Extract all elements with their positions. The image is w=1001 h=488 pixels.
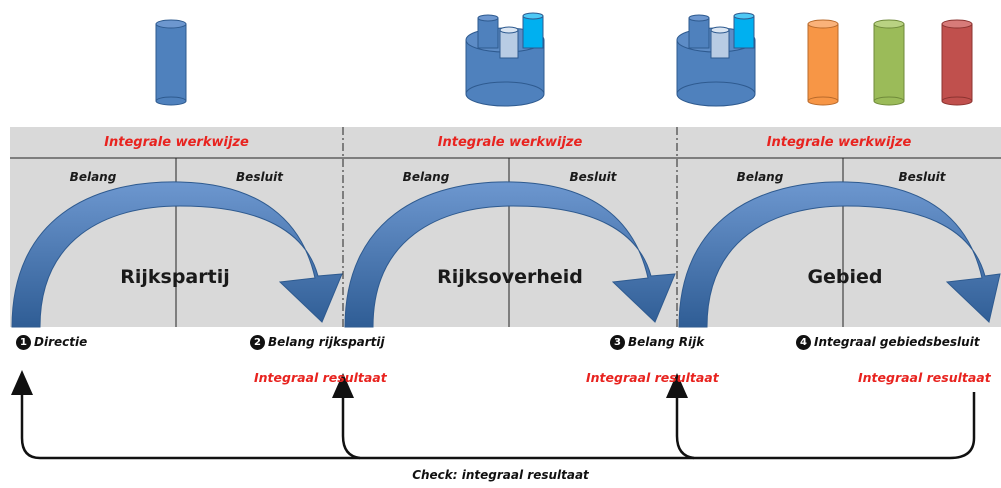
panel-name-gebied: Gebied — [807, 266, 883, 288]
step-label: Integraal gebiedsbesluit — [814, 335, 980, 349]
cylinder-group-1 — [465, 12, 545, 107]
panel-name-rijksoverheid: Rijksoverheid — [437, 266, 583, 288]
cylinder-orange — [807, 19, 839, 106]
cylinder-group-2 — [676, 12, 756, 107]
column-header-belang-1: Belang — [69, 170, 117, 184]
panel-name-rijkspartij: Rijkspartij — [120, 266, 230, 288]
result-label-1: Integraal resultaat — [254, 370, 387, 385]
step-number-badge: 4 — [796, 334, 811, 350]
result-label-3: Integraal resultaat — [858, 370, 991, 385]
step-label: Belang rijkspartij — [268, 335, 385, 349]
panel-title-1: Integrale werkwijze — [104, 135, 249, 150]
step-1: 1 Directie — [16, 333, 87, 351]
curved-arrow-1 — [11, 181, 343, 328]
step-label: Belang Rijk — [628, 335, 705, 349]
curved-arrow-2 — [344, 181, 676, 328]
column-header-belang-2: Belang — [402, 170, 450, 184]
curved-arrow-3 — [678, 181, 1001, 328]
column-header-besluit-1: Besluit — [236, 170, 283, 184]
step-number-badge: 2 — [250, 334, 265, 350]
column-header-besluit-3: Besluit — [898, 170, 946, 184]
cylinder-single-blue — [155, 19, 187, 106]
cylinder-green — [873, 19, 905, 106]
check-label: Check: integraal resultaat — [412, 468, 589, 482]
feedback-arrowheads — [11, 370, 688, 398]
panel-title-2: Integrale werkwijze — [437, 135, 583, 150]
step-2: 2 Belang rijkspartij — [250, 333, 385, 351]
panel-background — [10, 127, 1001, 327]
cylinder-red — [941, 19, 973, 106]
step-number-badge: 1 — [16, 334, 31, 350]
panel-title-3: Integrale werkwijze — [766, 135, 912, 150]
step-number-badge: 3 — [610, 334, 625, 350]
step-label: Directie — [34, 335, 88, 349]
step-4: 4 Integraal gebiedsbesluit — [796, 333, 980, 351]
step-3: 3 Belang Rijk — [610, 333, 704, 351]
column-header-besluit-2: Besluit — [569, 170, 617, 184]
result-label-2: Integraal resultaat — [586, 370, 719, 385]
feedback-loop — [20, 392, 976, 460]
column-header-belang-3: Belang — [736, 170, 784, 184]
